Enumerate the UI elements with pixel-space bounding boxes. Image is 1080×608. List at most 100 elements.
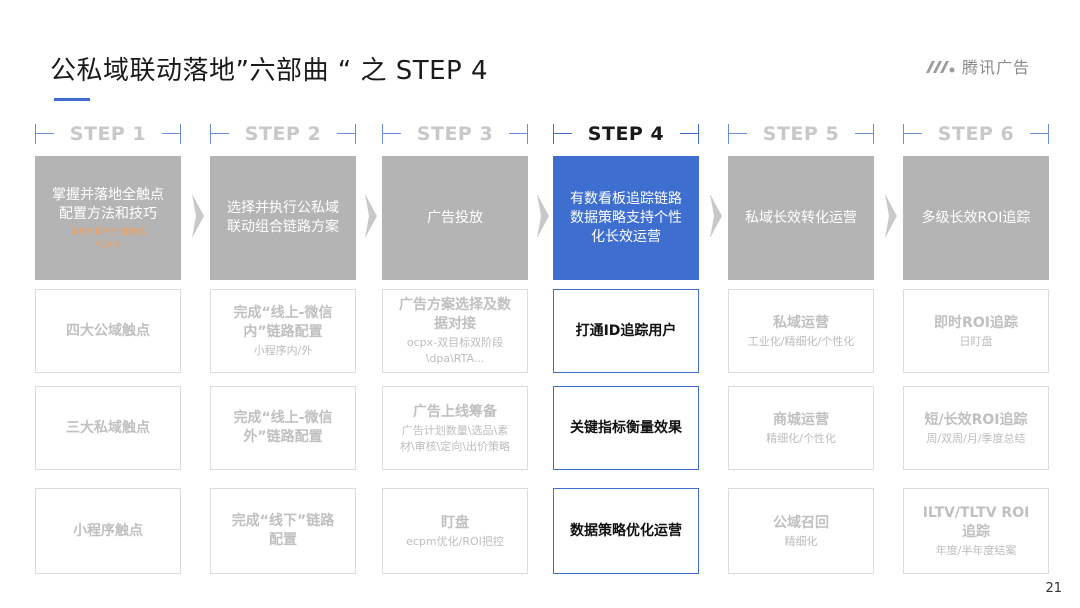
cell-subtitle: 精细化/个性化	[766, 431, 836, 445]
title-underline	[54, 98, 90, 101]
cell-title: 完成“线下”链路	[231, 513, 335, 529]
cell-title: 广告方案选择及数	[399, 297, 511, 313]
cell-subtitle: 工业化/精细化/个性化	[747, 334, 855, 348]
cell-subtitle: 材\审核\定向\出价策略	[399, 439, 511, 453]
step-header-1: STEP 1	[35, 120, 181, 148]
step-2-cell-1: 完成“线上-微信内”链路配置小程序内/外	[210, 289, 356, 373]
chevron-right-icon	[884, 194, 897, 238]
step-3-cell-3: 盯盘 ecpm优化/ROI把控	[382, 488, 528, 574]
cell-title: 公域召回	[773, 514, 829, 531]
step-main-box-3: 广告投放	[382, 156, 528, 280]
step-5-cell-2: 商城运营精细化/个性化	[728, 386, 874, 470]
step-3-cell-1: 广告方案选择及数据对接 ocpx-双目标双阶段 \dpa\RTA...	[382, 289, 528, 373]
step-label: STEP 2	[244, 123, 322, 145]
step-main-note: /公众号	[94, 240, 122, 249]
step-main-box-6: 多级长效ROI追踪	[903, 156, 1049, 280]
cell-subtitle: 日盯盘	[959, 334, 993, 348]
cell-title: 配置	[269, 532, 297, 548]
step-header-2: STEP 2	[210, 120, 356, 148]
step-label: STEP 5	[762, 123, 840, 145]
cell-title: 小程序触点	[73, 522, 143, 539]
chevron-right-icon	[191, 194, 204, 238]
step-main-text: 有数看板追踪链路	[570, 190, 682, 207]
step-label: STEP 4	[587, 123, 665, 145]
cell-title: 即时ROI追踪	[934, 314, 1018, 331]
chevron-right-icon	[536, 194, 549, 238]
page-number: 21	[1045, 581, 1062, 596]
step-main-text: 数据策略支持个性	[570, 209, 682, 226]
step-bracket-left	[210, 124, 230, 144]
step-main-note: 落地小程序/企业微信	[70, 227, 146, 236]
chevron-right-icon	[709, 194, 722, 238]
step-header-4: STEP 4	[553, 120, 699, 148]
step-main-box-5: 私域长效转化运营	[728, 156, 874, 280]
cell-title: 数据策略优化运营	[570, 522, 682, 539]
cell-title: 三大私域触点	[66, 419, 150, 436]
step-main-box-1: 掌握并落地全触点配置方法和技巧落地小程序/企业微信/公众号	[35, 156, 181, 280]
step-2-cell-2: 完成“线上-微信外”链路配置	[210, 386, 356, 470]
cell-title: 四大公域触点	[66, 322, 150, 339]
step-main-text: 私域长效转化运营	[745, 209, 857, 226]
step-main-text: 联动组合链路方案	[227, 219, 339, 235]
cell-title: 盯盘	[441, 514, 469, 531]
step-1-cell-1: 四大公域触点	[35, 289, 181, 373]
brand-logo-text: 腾讯广告	[961, 58, 1030, 77]
step-1-cell-2: 三大私域触点	[35, 386, 181, 470]
step-bracket-left	[728, 124, 748, 144]
cell-title: 广告上线筹备	[413, 403, 497, 420]
step-main-text: 配置方法和技巧	[59, 206, 157, 222]
cell-title: 商城运营	[773, 411, 829, 428]
step-bracket-right	[1029, 124, 1049, 144]
step-6-cell-1: 即时ROI追踪日盯盘	[903, 289, 1049, 373]
cell-title: 关键指标衡量效果	[570, 419, 682, 436]
step-label: STEP 6	[937, 123, 1015, 145]
step-bracket-left	[35, 124, 55, 144]
tencent-ads-logo-icon	[925, 61, 955, 73]
step-bracket-left	[903, 124, 923, 144]
step-header-6: STEP 6	[903, 120, 1049, 148]
cell-title: 私域运营	[773, 314, 829, 331]
step-main-text: 选择并执行公私域	[227, 200, 339, 216]
step-5-cell-1: 私域运营工业化/精细化/个性化	[728, 289, 874, 373]
cell-subtitle: 周/双周/月/季度总结	[926, 431, 1026, 445]
step-main-box-2: 选择并执行公私域联动组合链路方案	[210, 156, 356, 280]
step-3-cell-2: 广告上线筹备广告计划数量\选品\素材\审核\定向\出价策略	[382, 386, 528, 470]
cell-subtitle: 小程序内/外	[253, 344, 313, 357]
step-main-text: 多级长效ROI追踪	[921, 209, 1031, 226]
cell-title: 完成“线上-微信	[233, 305, 333, 321]
cell-subtitle: ocpx-双目标双阶段	[406, 336, 504, 349]
page-title: 公私域联动落地”六部曲 “ 之 STEP 4	[50, 56, 489, 86]
step-bracket-right	[336, 124, 356, 144]
cell-title: 内”链路配置	[243, 324, 323, 340]
cell-title: 追踪	[962, 524, 990, 540]
cell-title: 完成“线上-微信	[233, 410, 333, 426]
step-label: STEP 1	[69, 123, 147, 145]
cell-title: 外”链路配置	[243, 429, 323, 445]
cell-subtitle: 广告计划数量\选品\素	[401, 423, 509, 437]
step-main-text: 化长效运营	[591, 228, 661, 245]
step-bracket-right	[508, 124, 528, 144]
cell-subtitle: ecpm优化/ROI把控	[406, 534, 504, 548]
step-label: STEP 3	[416, 123, 494, 145]
step-bracket-left	[382, 124, 402, 144]
cell-subtitle: 年度/半年度结案	[935, 544, 1017, 557]
step-bracket-right	[854, 124, 874, 144]
step-1-cell-3: 小程序触点	[35, 488, 181, 574]
step-main-box-4: 有数看板追踪链路数据策略支持个性化长效运营	[553, 156, 699, 280]
cell-title: ILTV/TLTV ROI	[922, 505, 1030, 521]
step-bracket-right	[161, 124, 181, 144]
step-bracket-right	[679, 124, 699, 144]
step-4-cell-2: 关键指标衡量效果	[553, 386, 699, 470]
cell-subtitle: \dpa\RTA...	[425, 352, 485, 365]
step-header-3: STEP 3	[382, 120, 528, 148]
cell-title: 据对接	[434, 316, 476, 332]
step-4-cell-1: 打通ID追踪用户	[553, 289, 699, 373]
step-main-text: 广告投放	[427, 209, 483, 226]
step-6-cell-3: ILTV/TLTV ROI 追踪年度/半年度结案	[903, 488, 1049, 574]
cell-title: 短/长效ROI追踪	[924, 411, 1028, 428]
step-header-5: STEP 5	[728, 120, 874, 148]
step-2-cell-3: 完成“线下”链路配置	[210, 488, 356, 574]
chevron-right-icon	[365, 194, 377, 238]
step-4-cell-3: 数据策略优化运营	[553, 488, 699, 574]
step-6-cell-2: 短/长效ROI追踪周/双周/月/季度总结	[903, 386, 1049, 470]
